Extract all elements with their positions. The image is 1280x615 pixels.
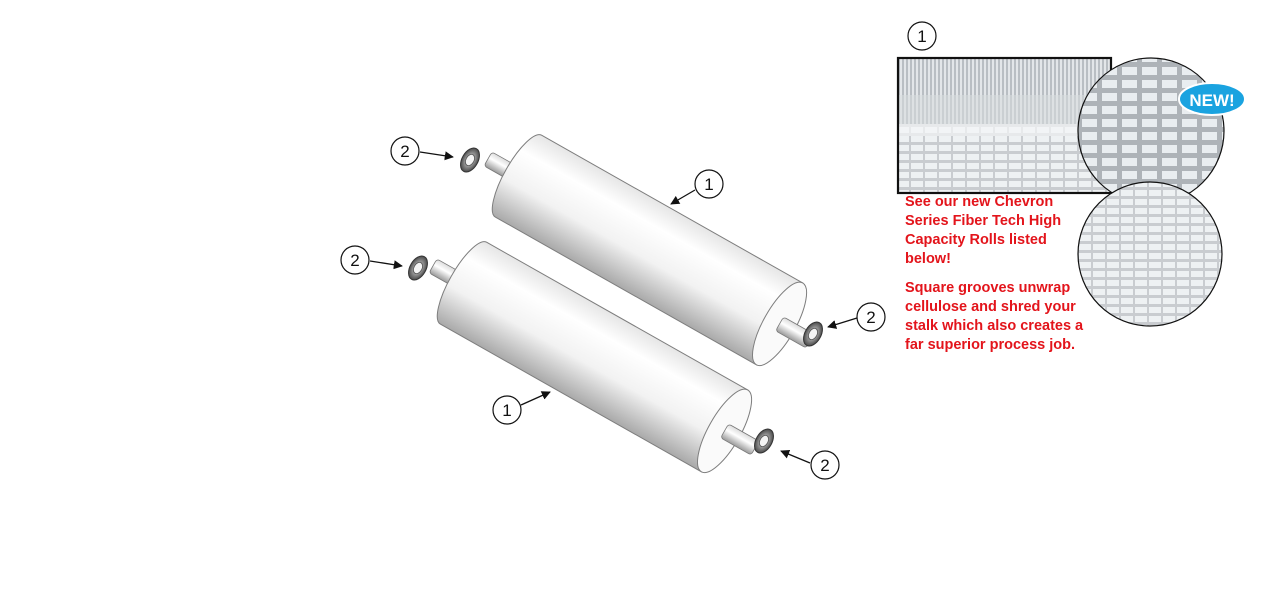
svg-text:2: 2 bbox=[350, 251, 359, 270]
leader-arrow bbox=[827, 317, 858, 329]
callout-roll: 1 bbox=[492, 395, 522, 425]
roll-lower bbox=[429, 241, 759, 474]
bearing bbox=[460, 147, 480, 173]
roll-surface-photo bbox=[896, 56, 1113, 195]
callout-bearing: 2 bbox=[340, 245, 370, 275]
roll-upper bbox=[484, 134, 814, 367]
leader-arrow bbox=[520, 391, 551, 406]
bearing bbox=[803, 321, 823, 347]
svg-text:NEW!: NEW! bbox=[1189, 91, 1234, 110]
roll-body bbox=[491, 134, 804, 366]
svg-text:1: 1 bbox=[704, 175, 713, 194]
svg-text:1: 1 bbox=[917, 27, 926, 46]
leader-arrow bbox=[780, 449, 811, 464]
svg-text:2: 2 bbox=[400, 142, 409, 161]
roll-body bbox=[436, 241, 749, 473]
promo-description: Square grooves unwrap cellulose and shre… bbox=[905, 280, 1084, 353]
promo-text: See our new Chevron Series Fiber Tech Hi… bbox=[905, 193, 1090, 365]
svg-text:1: 1 bbox=[502, 401, 511, 420]
callout-inset: 1 bbox=[907, 21, 937, 51]
callout-roll: 1 bbox=[694, 169, 724, 199]
svg-text:2: 2 bbox=[820, 456, 829, 475]
new-badge: NEW! bbox=[1178, 82, 1246, 116]
promo-headline: See our new Chevron Series Fiber Tech Hi… bbox=[905, 194, 1062, 267]
bearing bbox=[408, 255, 428, 281]
callout-bearing: 2 bbox=[810, 450, 840, 480]
leader-arrow bbox=[670, 189, 696, 205]
callout-bearing: 2 bbox=[390, 136, 420, 166]
svg-text:2: 2 bbox=[866, 308, 875, 327]
leader-arrow bbox=[419, 151, 454, 161]
leader-arrow bbox=[369, 260, 403, 270]
groove-detail-circle-lower bbox=[1077, 181, 1223, 327]
bearing bbox=[754, 428, 774, 454]
callout-bearing: 2 bbox=[856, 302, 886, 332]
